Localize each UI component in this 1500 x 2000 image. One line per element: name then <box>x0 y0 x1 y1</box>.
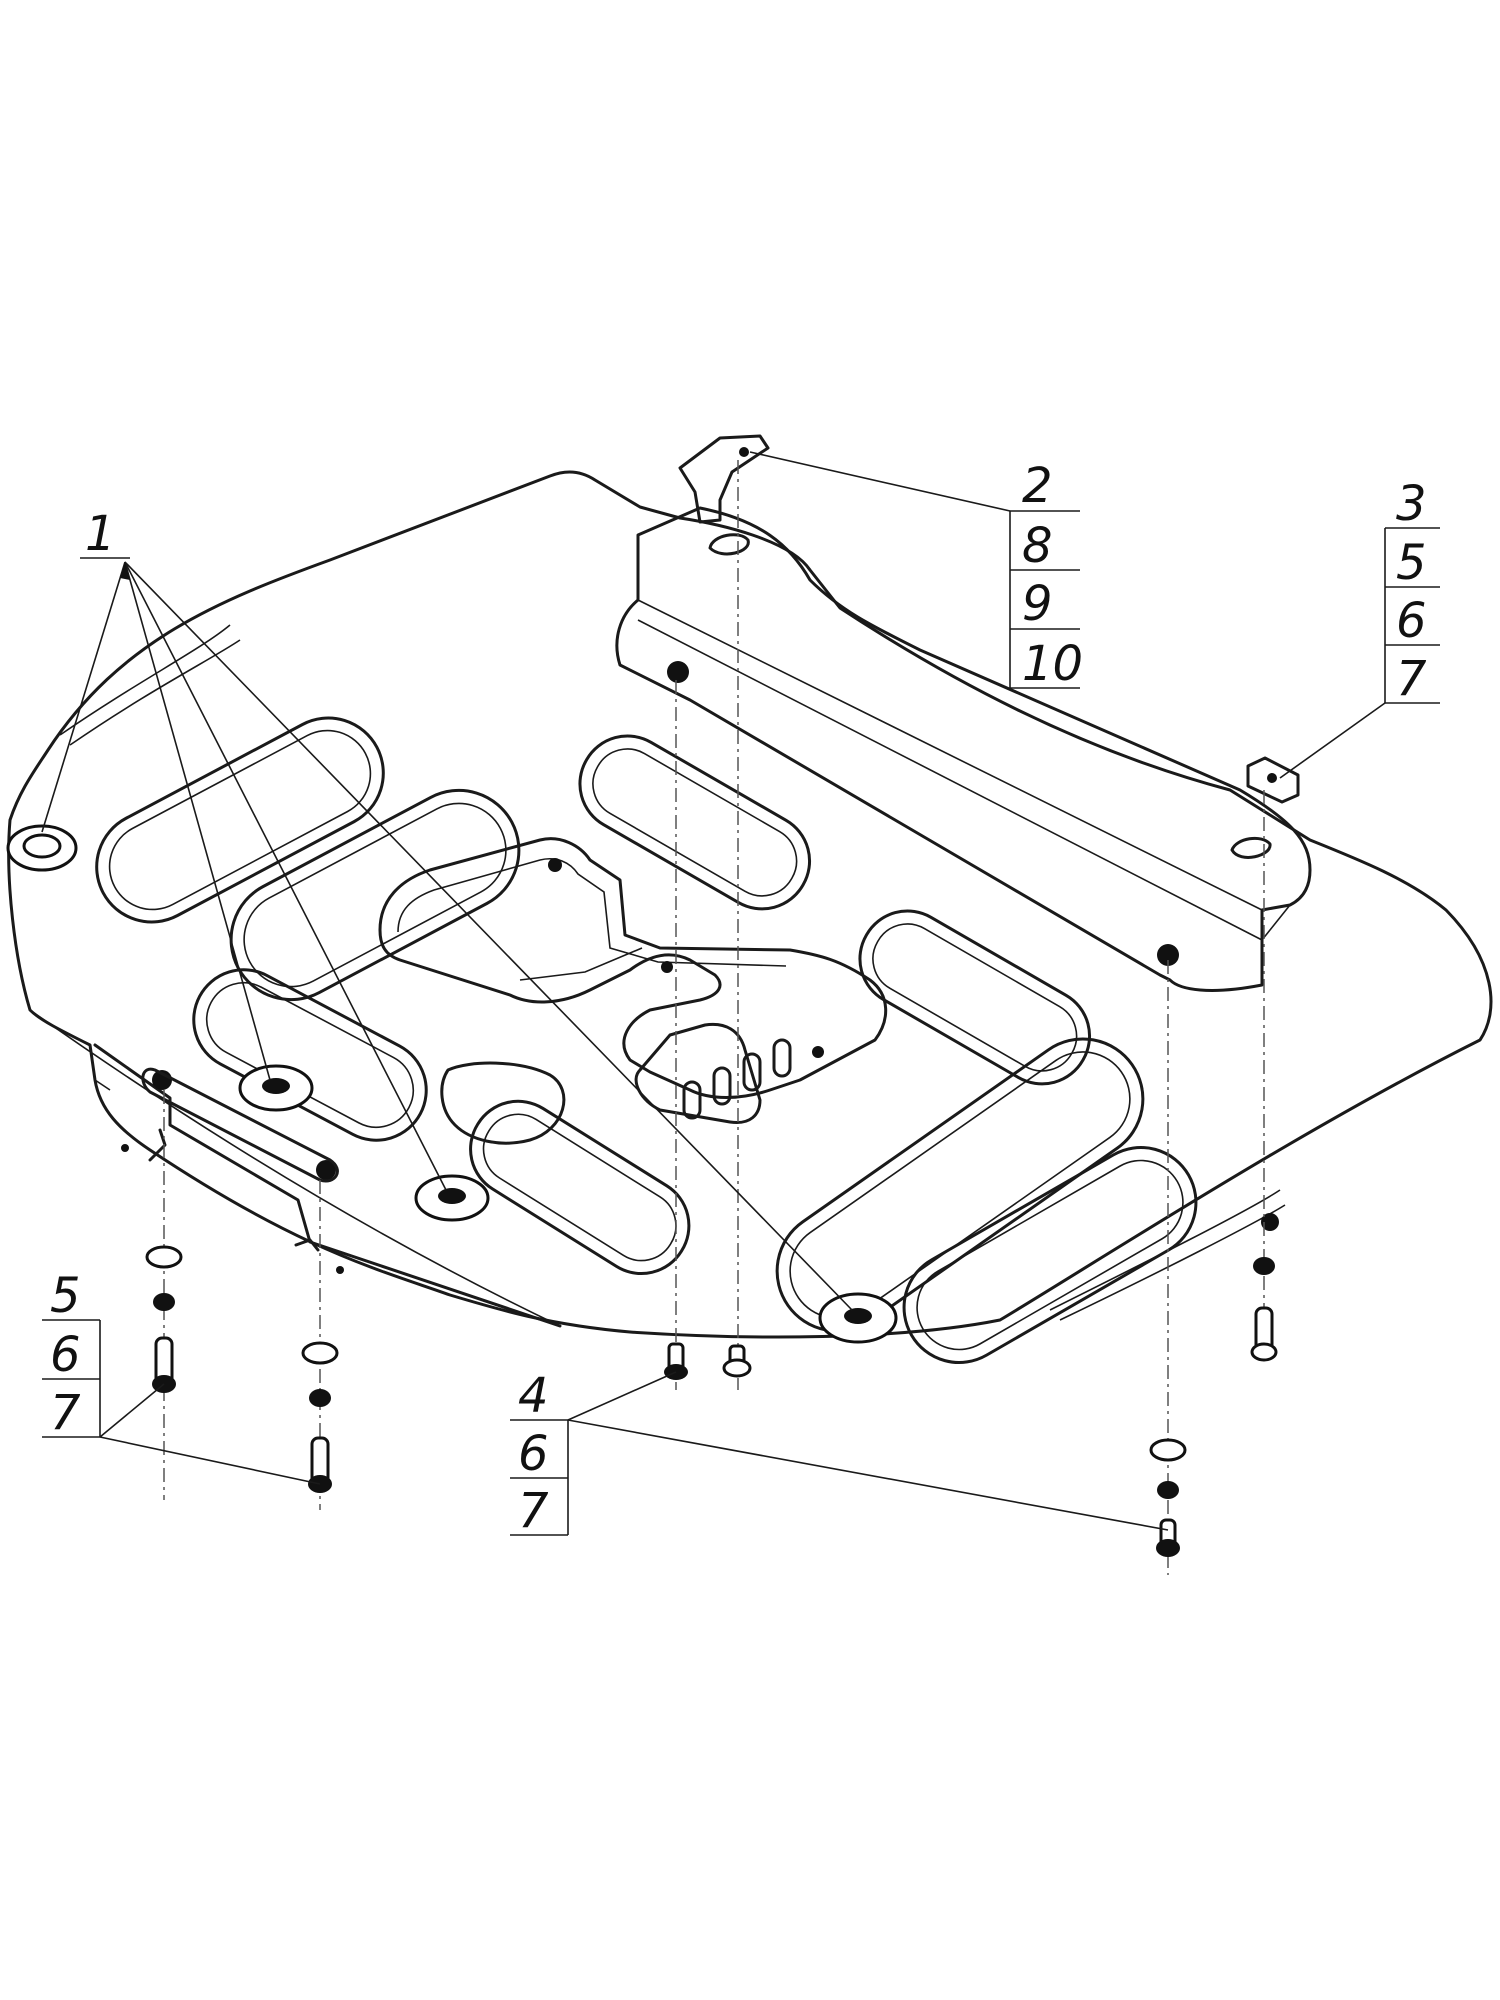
callout-7-front-left: 7 <box>50 1385 81 1441</box>
callout-labels: 1 2 8 9 10 3 5 6 7 5 6 7 4 6 7 <box>50 458 1427 1539</box>
assembly-axes <box>163 460 1265 1575</box>
callout-5: 5 <box>1396 535 1427 591</box>
bushing-front-center <box>818 1292 898 1344</box>
callout-6-front-center: 6 <box>518 1426 549 1482</box>
leader-lines <box>41 451 1440 1536</box>
bushing-front <box>414 1174 490 1222</box>
top-bracket <box>678 434 1272 859</box>
rear-bracket-panel <box>615 506 1312 992</box>
mount-points <box>6 661 1279 1344</box>
bushing-left <box>6 824 78 872</box>
callout-7-front-center: 7 <box>518 1483 549 1539</box>
fasteners <box>145 1245 1278 1557</box>
callout-6-front-left: 6 <box>50 1327 81 1383</box>
clip-nut <box>1246 756 1300 804</box>
callout-2: 2 <box>1022 458 1053 514</box>
callout-8: 8 <box>1022 518 1053 574</box>
callout-7: 7 <box>1396 651 1427 707</box>
callout-3: 3 <box>1396 476 1427 532</box>
skid-plate <box>7 470 1493 1339</box>
callout-6: 6 <box>1396 593 1427 649</box>
callout-9: 9 <box>1022 576 1053 632</box>
callout-5-front-left: 5 <box>50 1268 81 1324</box>
callout-1: 1 <box>85 506 116 562</box>
bushing-front-left <box>238 1064 314 1112</box>
callout-4: 4 <box>518 1368 549 1424</box>
callout-10: 10 <box>1022 636 1083 692</box>
